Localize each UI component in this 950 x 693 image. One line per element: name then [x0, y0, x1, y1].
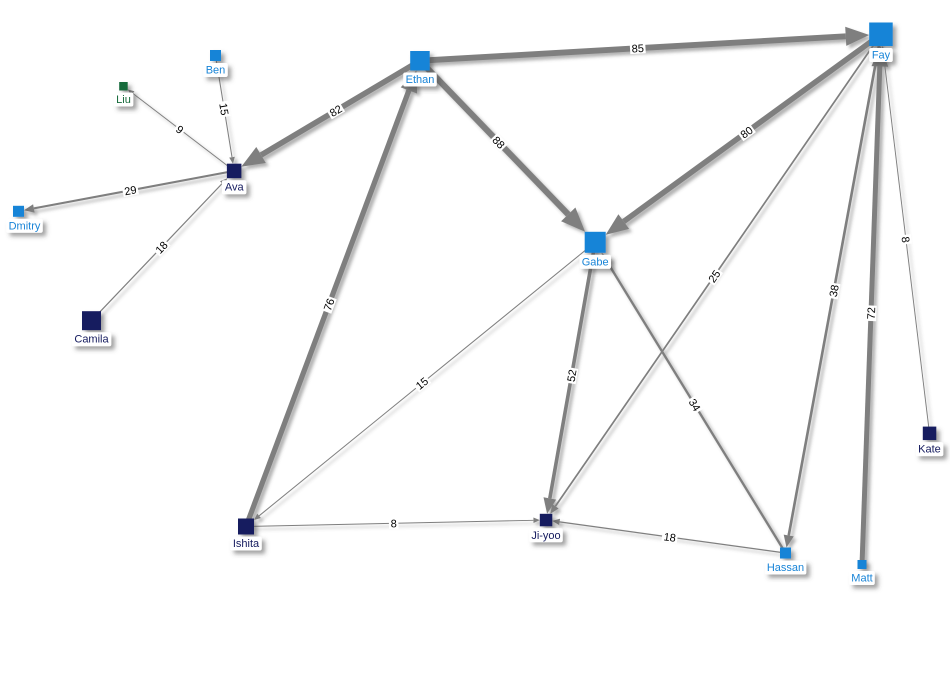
svg-text:52: 52 [566, 369, 580, 383]
svg-text:80: 80 [739, 125, 756, 142]
svg-text:Camila: Camila [74, 334, 109, 346]
svg-text:Ben: Ben [206, 65, 226, 77]
svg-text:Gabe: Gabe [582, 256, 609, 268]
svg-text:Ishita: Ishita [233, 538, 260, 550]
svg-text:72: 72 [866, 307, 878, 320]
svg-text:Ji-yoo: Ji-yoo [531, 530, 560, 542]
svg-text:18: 18 [663, 531, 677, 545]
svg-text:34: 34 [686, 397, 703, 414]
svg-text:Matt: Matt [851, 573, 872, 585]
svg-text:15: 15 [414, 376, 431, 393]
svg-text:Kate: Kate [918, 444, 941, 456]
svg-text:8: 8 [391, 518, 397, 530]
svg-text:76: 76 [322, 297, 338, 313]
svg-text:8: 8 [899, 236, 912, 244]
svg-text:Hassan: Hassan [767, 562, 804, 574]
svg-text:38: 38 [828, 284, 842, 298]
svg-text:29: 29 [123, 184, 137, 198]
svg-text:25: 25 [707, 268, 724, 285]
svg-text:Liu: Liu [116, 94, 131, 106]
svg-text:Fay: Fay [872, 50, 891, 62]
svg-text:82: 82 [328, 103, 345, 120]
svg-text:Dmitry: Dmitry [9, 220, 41, 232]
svg-text:85: 85 [631, 43, 644, 56]
svg-text:15: 15 [216, 102, 230, 116]
svg-text:Ethan: Ethan [406, 74, 435, 86]
svg-text:Ava: Ava [225, 182, 245, 194]
